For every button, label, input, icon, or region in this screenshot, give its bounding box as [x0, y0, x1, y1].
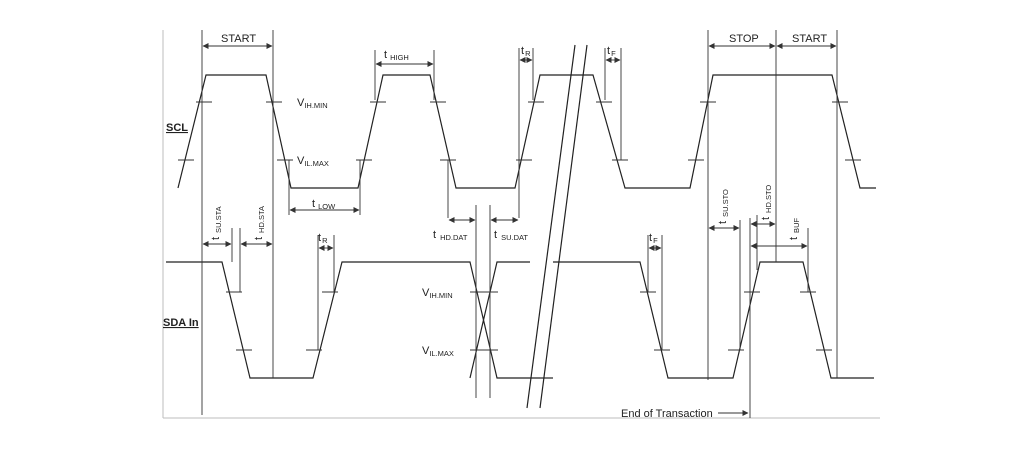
- t-high-t: t: [384, 49, 387, 61]
- sda-waveform: [166, 261, 540, 379]
- scl-vil-sub: IL.MAX: [304, 159, 329, 168]
- t-low-sub: LOW: [318, 202, 336, 211]
- sda-vih-sub: IH.MIN: [429, 291, 452, 300]
- t-low-t: t: [312, 198, 315, 210]
- sda-signal-label: SDA In: [163, 317, 199, 329]
- sda-vil-sub: IL.MAX: [429, 349, 454, 358]
- hd-sta-sub: HD.STA: [257, 206, 266, 233]
- tf-scl-sub: F: [611, 49, 616, 58]
- start-repeat-label: START: [792, 33, 827, 45]
- scl-vil-max-label: VIL.MAX: [297, 155, 329, 168]
- tf-sda-sub: F: [653, 236, 658, 245]
- scl-vih-sub: IH.MIN: [304, 101, 327, 110]
- hd-dat-sub: HD.DAT: [440, 233, 468, 242]
- scl-signal-label: SCL: [166, 122, 188, 134]
- hd-sto-sub: HD.STO: [764, 185, 773, 213]
- hd-dat-label: t HD.DAT: [433, 229, 468, 242]
- tf-scl-t: t: [607, 45, 610, 57]
- hd-sto-label: t HD.STO: [760, 185, 773, 220]
- end-of-transaction-label: End of Transaction: [621, 408, 713, 420]
- hd-sta-label: t HD.STA: [253, 206, 266, 240]
- scl-threshold-ticks: [178, 101, 861, 161]
- sda-vil-max-label: VIL.MAX: [422, 345, 454, 358]
- tf-scl-label: tF: [607, 45, 616, 58]
- tf-sda-label: tF: [649, 232, 658, 245]
- tr-sda-label: tR: [318, 232, 328, 245]
- tr-scl-label: tR: [521, 45, 531, 58]
- sda-vih-min-label: VIH.MIN: [422, 287, 453, 300]
- scl-vih-min-label: VIH.MIN: [297, 97, 328, 110]
- scl-waveform: [177, 74, 876, 189]
- tr-sda-sub: R: [322, 236, 328, 245]
- sda-threshold-ticks: [226, 291, 832, 351]
- buf-sub: BUF: [792, 218, 801, 233]
- sda-crossover-falling: [469, 261, 530, 379]
- t-high-sub: HIGH: [390, 53, 409, 62]
- su-sto-t: t: [717, 221, 729, 224]
- su-dat-t: t: [494, 229, 497, 241]
- sda-waveform-right: [553, 261, 874, 379]
- su-sto-label: t SU.STO: [717, 189, 730, 224]
- time-break-line-1: [526, 44, 576, 409]
- tr-sda-t: t: [318, 232, 321, 244]
- sda-vil-v: V: [422, 345, 430, 357]
- su-sto-sub: SU.STO: [721, 189, 730, 217]
- scl-vil-v: V: [297, 155, 305, 167]
- hd-sta-t: t: [253, 237, 265, 240]
- tr-scl-sub: R: [525, 49, 531, 58]
- su-dat-sub: SU.DAT: [501, 233, 528, 242]
- hd-sto-t: t: [760, 217, 772, 220]
- tr-scl-t: t: [521, 45, 524, 57]
- time-break-line-2: [539, 44, 588, 409]
- hd-dat-t: t: [433, 229, 436, 241]
- su-sta-label: t SU.STA: [210, 206, 223, 240]
- su-dat-label: t SU.DAT: [494, 229, 528, 242]
- scl-vih-v: V: [297, 97, 305, 109]
- su-sta-t: t: [210, 237, 222, 240]
- stop-label: STOP: [729, 33, 759, 45]
- su-sta-sub: SU.STA: [214, 206, 223, 233]
- buf-label: t BUF: [788, 218, 801, 240]
- buf-t: t: [788, 237, 800, 240]
- sda-vih-v: V: [422, 287, 430, 299]
- start-label: START: [221, 33, 256, 45]
- tf-sda-t: t: [649, 232, 652, 244]
